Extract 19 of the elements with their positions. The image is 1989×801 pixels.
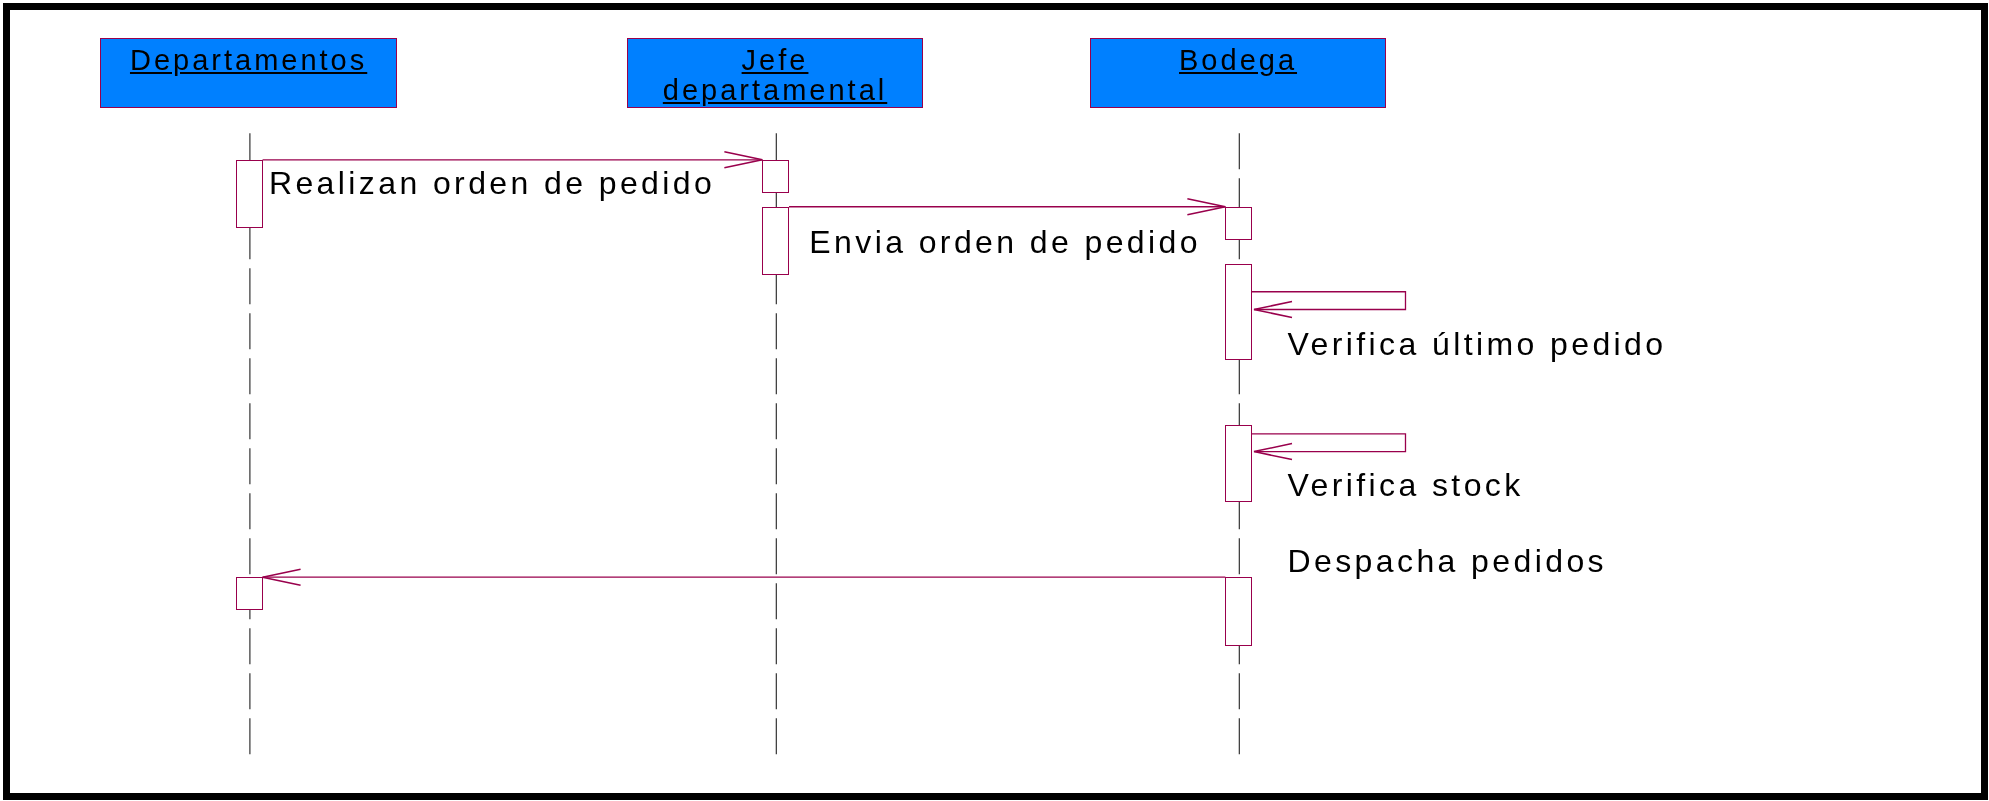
activation-bar <box>762 159 789 193</box>
activation-bar <box>1225 424 1252 503</box>
message-arrow <box>788 197 1227 216</box>
activation-bar <box>762 206 789 276</box>
activation-bar <box>1225 206 1252 240</box>
participant-name: Jefe departamental <box>661 45 889 106</box>
participant-box <box>1089 38 1387 108</box>
participant-name: Bodega <box>1179 45 1298 76</box>
participant-box <box>100 38 397 108</box>
participant-name: Departamentos <box>129 45 368 76</box>
activation-bar <box>235 577 263 611</box>
self-message-arrow <box>1251 291 1407 319</box>
activation-bar <box>1225 577 1252 646</box>
message-arrow <box>261 151 764 169</box>
self-message-arrow <box>1251 433 1407 461</box>
activation-bar <box>235 159 263 229</box>
activation-bar <box>1225 263 1252 361</box>
participant-box <box>626 38 924 108</box>
message-arrow <box>261 568 1226 586</box>
